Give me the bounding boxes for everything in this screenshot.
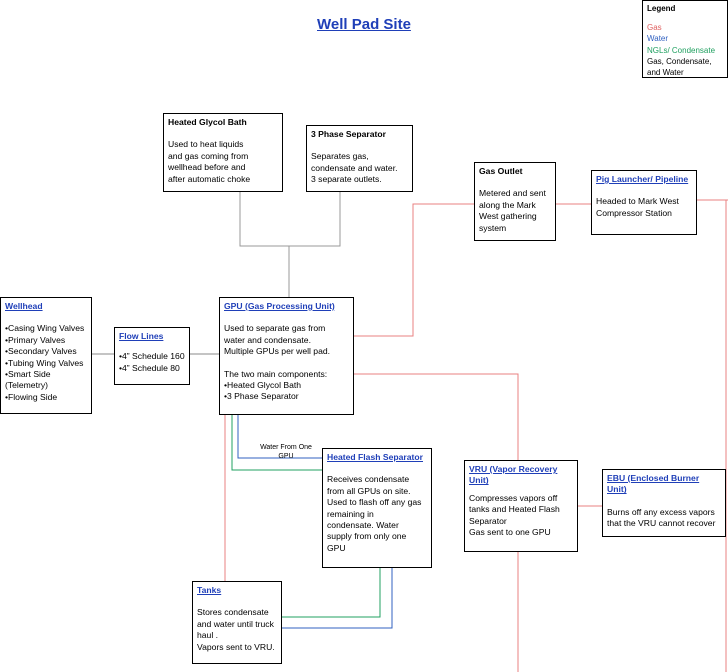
flash-separator-line: condensate. Water [327,520,399,531]
gas-outlet-line: system [479,222,507,233]
pig-launcher-box: Pig Launcher/ Pipeline Headed to Mark We… [591,170,697,235]
vru-box: VRU (Vapor Recovery Unit) Compresses vap… [464,460,578,552]
glycol-bath-line: after automatic choke [168,173,251,184]
gas-outlet-title: Gas Outlet [479,166,523,176]
legend-item-water: Water [647,34,669,44]
gas-lines [192,199,728,672]
flow-lines-line: •4” Schedule 160 [119,351,185,362]
ebu-line: . [607,529,610,537]
vru-title: VRU (Vapor Recovery Unit) [469,464,558,486]
ebu-title: EBU (Enclosed Burner Unit) [607,473,700,495]
wellhead-title: Wellhead [5,301,43,311]
separator-line: condensate and water. [311,162,398,173]
mixed-connectors [239,192,341,297]
flash-separator-line: from all GPUs on site. [327,485,411,496]
condensate-lines [231,415,381,618]
glycol-bath-line: wellhead before and [168,162,246,173]
flash-separator-title: Heated Flash Separator [327,452,423,462]
tanks-line: Stores condensate [197,607,269,618]
vru-line: tanks and Heated Flash [469,504,560,515]
separator-line: Separates gas, [311,151,369,162]
separator-line: 3 separate outlets. [311,174,382,185]
gpu-components-line: •Heated Glycol Bath [224,380,302,391]
wellhead-line: •Smart Side [5,369,51,380]
gpu-line: water and condensate. [224,334,311,345]
gpu-line: Used to separate gas from [224,323,326,334]
flash-separator-box: Heated Flash Separator Receives condensa… [322,448,432,568]
glycol-bath-title: Heated Glycol Bath [168,117,247,127]
flow-lines-title: Flow Lines [119,331,164,341]
wellhead-line: (Telemetry) [5,380,48,391]
page-title: Well Pad Site [317,16,411,33]
wellhead-line: •Primary Valves [5,334,66,345]
legend-item-mixed: Gas, Condensate, and Water [647,56,712,78]
water-lines [237,415,393,629]
legend: Legend Gas Water NGLs/ Condensate Gas, C… [642,0,728,78]
tanks-line: and water until truck [197,618,274,629]
legend-item-gas: Gas [647,23,662,33]
tanks-line: haul . [197,630,219,641]
gas-outlet-line: West gathering [479,211,537,222]
glycol-bath-box: Heated Glycol Bath Used to heat liquids … [163,113,283,192]
flash-separator-line: remaining in [327,508,374,519]
wellhead-line: •Secondary Valves [5,346,77,357]
separator-box: 3 Phase Separator Separates gas, condens… [306,125,413,192]
wellhead-box: Wellhead •Casing Wing Valves •Primary Va… [0,297,92,414]
gas-outlet-line: Metered and sent [479,188,546,199]
legend-title: Legend [647,4,676,13]
wellhead-line: •Casing Wing Valves [5,323,85,334]
gpu-line: Multiple GPUs per well pad. [224,346,331,357]
flow-lines-line: •4” Schedule 80 [119,362,180,373]
wellhead-line: •Tubing Wing Valves [5,357,84,368]
gpu-components-line: •3 Phase Separator [224,391,299,402]
glycol-bath-line: Used to heat liquids [168,139,244,150]
tanks-box: Tanks Stores condensate and water until … [192,581,282,664]
water-from-gpu-note: Water From One GPU [260,444,312,460]
ebu-box: EBU (Enclosed Burner Unit) Burns off any… [602,469,726,537]
legend-item-condensate: NGLs/ Condensate [647,45,716,55]
flash-separator-line: supply from only one [327,531,407,542]
gpu-title: GPU (Gas Processing Unit) [224,301,335,311]
ebu-line: Burns off any excess vapors [607,506,715,517]
ebu-line: that the VRU cannot recover [607,518,716,529]
gas-outlet-line: along the Mark [479,199,536,210]
gas-outlet-box: Gas Outlet Metered and sent along the Ma… [474,162,556,241]
flow-lines-box: Flow Lines •4” Schedule 160 •4” Schedule… [114,327,190,385]
vru-line: Gas sent to one GPU [469,527,551,538]
tanks-title: Tanks [197,585,222,595]
vru-line: Separator [469,515,507,526]
pig-launcher-line: Compressor Station [596,207,672,218]
gpu-box: GPU (Gas Processing Unit) Used to separa… [219,297,354,415]
separator-title: 3 Phase Separator [311,129,386,139]
flash-separator-line: Used to flash off any gas [327,497,422,508]
pig-launcher-title: Pig Launcher/ Pipeline [596,174,689,184]
wellhead-line: •Flowing Side [5,391,58,402]
glycol-bath-line: and gas coming from [168,150,249,161]
flash-separator-line: GPU [327,542,346,553]
vru-line: Compresses vapors off [469,492,558,503]
flash-separator-line: Receives condensate [327,474,410,485]
gpu-components-line: The two main components: [224,368,328,379]
tanks-line: Vapors sent to VRU. [197,641,275,652]
pig-launcher-line: Headed to Mark West [596,196,679,207]
